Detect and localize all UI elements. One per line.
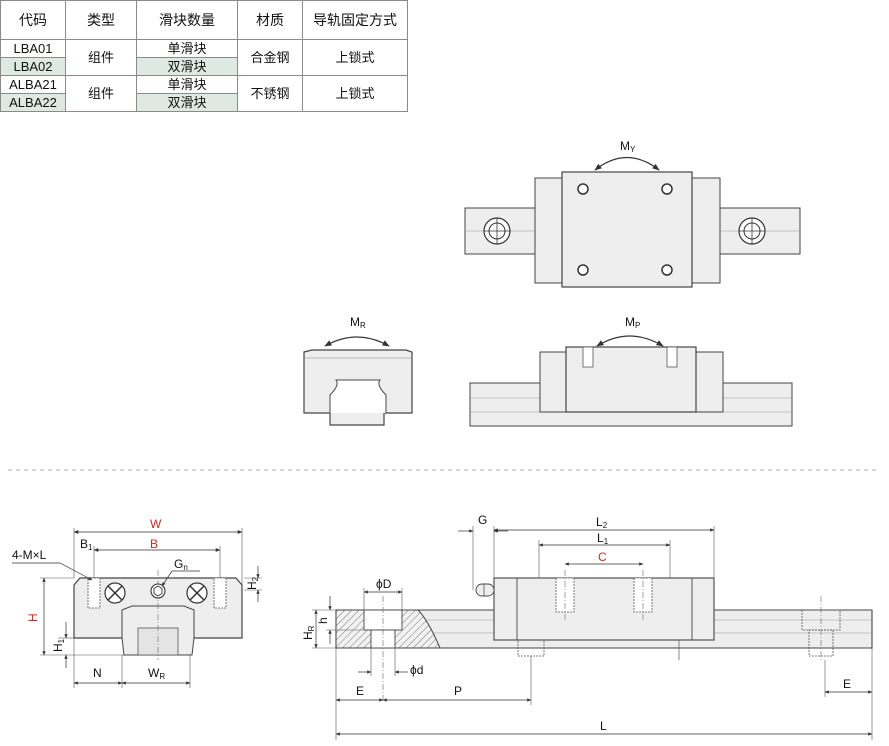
mount-cell: 上锁式 [302, 75, 408, 112]
material-cell: 不锈钢 [237, 75, 303, 112]
dim-L-label: L [600, 719, 607, 733]
dim-G-label: G [478, 513, 487, 527]
col-code: 代码 [0, 0, 66, 40]
dim-L1-label: L1 [597, 531, 609, 546]
dim-P-label: P [454, 684, 462, 698]
top-view: MY [464, 139, 801, 288]
dim-WR-label: WR [148, 666, 165, 681]
mount-cell: 上锁式 [302, 39, 408, 76]
dim-B1-label: B1 [80, 537, 93, 552]
end-view: MR [303, 315, 413, 426]
dim-E-right-label: E [843, 677, 851, 691]
side-view: MP [469, 315, 793, 427]
dim-phid-label: ϕd [410, 663, 423, 677]
dim-H2-label: H2 [245, 576, 260, 590]
cross-section-view: W B B1 4-M×L Gn H2 H H1 N [12, 517, 262, 688]
mp-arrow [596, 335, 664, 347]
mr-label: MR [350, 315, 366, 330]
code-cell: ALBA22 [0, 93, 66, 112]
block-cell: 双滑块 [136, 57, 238, 76]
table-row: LBA02 双滑块 [0, 57, 408, 76]
dim-C-label: C [598, 550, 607, 564]
grease-nipple-icon [150, 583, 166, 599]
mp-label: MP [625, 315, 640, 330]
dim-E-left-label: E [356, 684, 364, 698]
rail-hole [738, 217, 766, 245]
type-cell: 组件 [65, 75, 137, 112]
spec-table: 代码 类型 滑块数量 材质 导轨固定方式 LBA01 组件 单滑块 合金钢 上锁… [0, 0, 408, 112]
side-section-view: G L2 L1 C ϕD ϕd HR h E [301, 513, 873, 740]
dim-N-label: N [93, 666, 102, 680]
dim-phiD-label: ϕD [376, 577, 392, 591]
block-cell: 双滑块 [136, 93, 238, 112]
block-cell: 单滑块 [136, 39, 238, 58]
retainer-screw-icon [186, 582, 208, 604]
dim-W-label: W [150, 517, 162, 531]
dim-L2-label: L2 [596, 515, 608, 530]
dim-mxl-label: 4-M×L [12, 548, 47, 562]
dim-h-label: h [316, 617, 330, 624]
col-mount: 导轨固定方式 [302, 0, 408, 40]
rail-hole [483, 217, 511, 245]
table-row: ALBA21 组件 单滑块 不锈钢 上锁式 [0, 75, 408, 112]
grease-nipple-icon [475, 583, 495, 597]
dim-Gn-label: Gn [174, 557, 188, 572]
dim-B-label: B [150, 537, 158, 551]
retainer-screw-icon [104, 582, 126, 604]
table-header-row: 代码 类型 滑块数量 材质 导轨固定方式 [0, 0, 408, 40]
mr-arrow [324, 336, 390, 347]
my-arrow [594, 157, 660, 171]
dim-H1-label: H1 [51, 638, 66, 652]
my-label: MY [620, 139, 636, 154]
table-row: ALBA22 双滑块 [0, 93, 408, 112]
dim-H-label: H [26, 613, 40, 622]
code-cell: LBA02 [0, 57, 66, 76]
dim-HR-label: HR [301, 625, 316, 640]
